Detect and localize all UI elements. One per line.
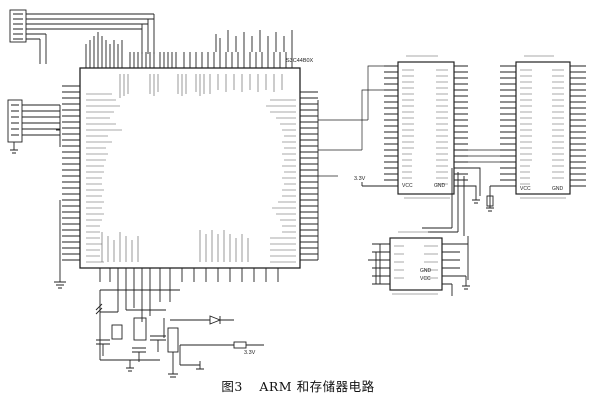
memory-chip-u2 [361, 55, 481, 204]
u4-vcc-label: VCC [420, 276, 431, 282]
reset-circuit [167, 315, 264, 378]
cpu-chip [56, 30, 319, 322]
u2-vcc-label: VCC [402, 183, 413, 189]
figure-title: ARM 和存储器电路 [259, 379, 375, 394]
supply-voltage-label: 3.3V [244, 350, 256, 356]
memory-chip-u3 [486, 55, 586, 212]
ground-symbols [10, 142, 66, 289]
u4-gnd-label: GND [420, 268, 432, 274]
cpu-part-label: S3C44B0X [286, 58, 314, 64]
u3-gnd-label: GND [552, 186, 564, 192]
u3-vcc-label: VCC [520, 186, 531, 192]
figure-caption: 图3 ARM 和存储器电路 [0, 376, 596, 395]
figure-number: 图3 [221, 379, 243, 394]
bus-wiring [318, 65, 500, 177]
memory-supply-label: 3.3V [354, 176, 366, 182]
jtag-connector-top [9, 9, 155, 64]
logic-chip-u4 [368, 168, 470, 296]
oscillator-circuit [95, 289, 180, 372]
u2-gnd-label: GND [434, 183, 446, 189]
jtag-connector-left [7, 99, 60, 143]
